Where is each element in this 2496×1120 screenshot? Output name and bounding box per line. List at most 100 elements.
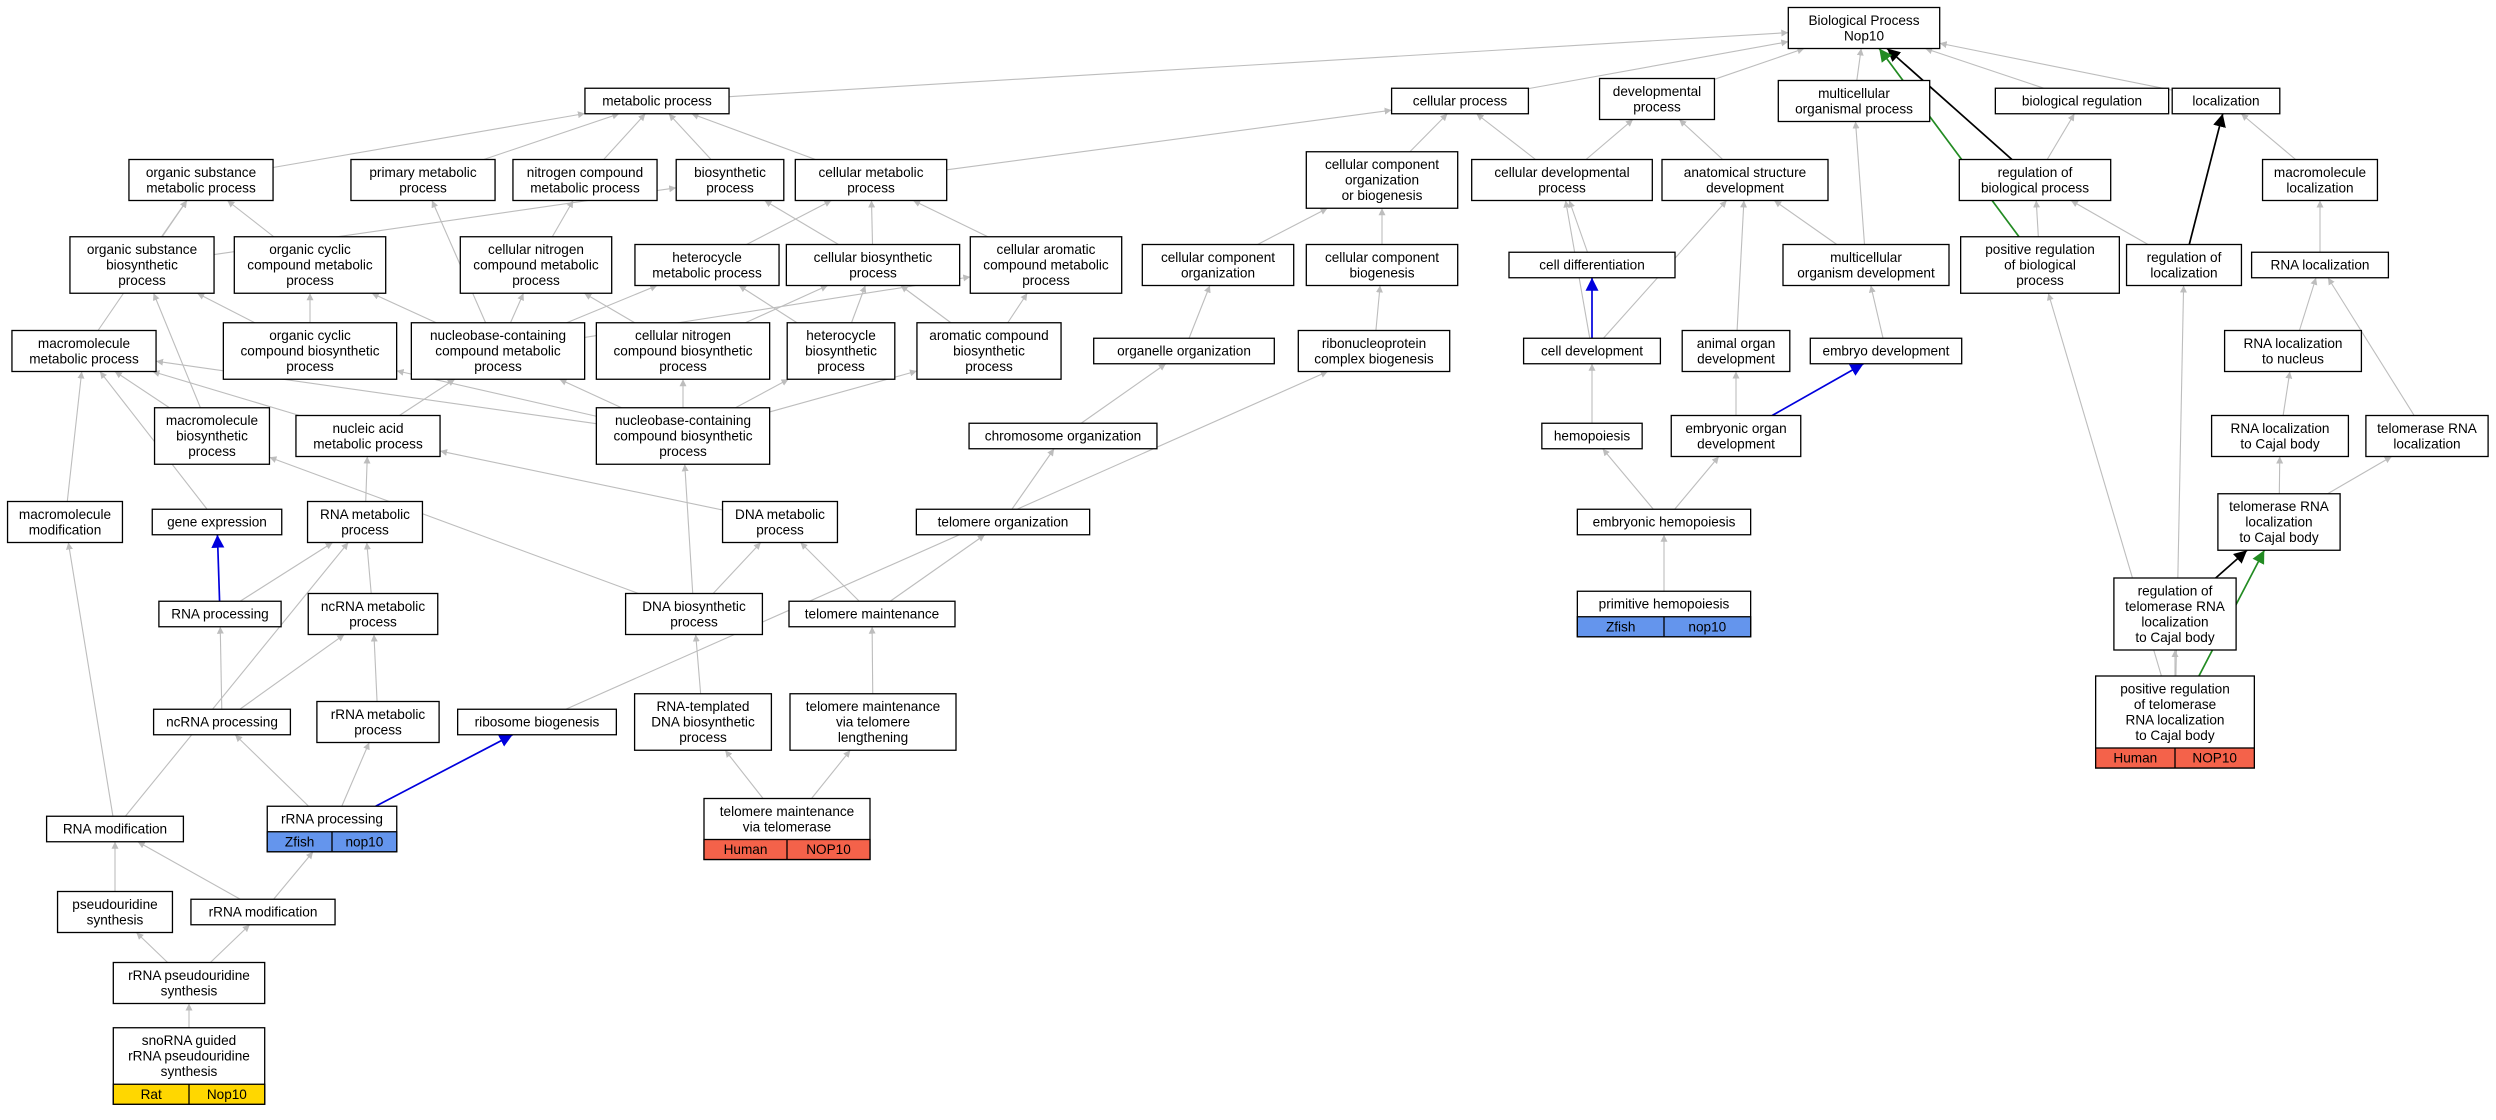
node-label: process <box>354 722 402 737</box>
node-label: organismal process <box>1795 101 1913 116</box>
node-label: process <box>1633 99 1681 114</box>
is-a-edge <box>1375 285 1383 331</box>
node-label: process <box>118 273 166 288</box>
node-box <box>1390 87 1530 115</box>
node-box <box>1576 508 1752 536</box>
node-label: cellular component <box>1325 157 1439 172</box>
node-label: RNA localization <box>2231 421 2330 436</box>
node-label: animal organ <box>1697 336 1776 351</box>
node-box <box>794 158 948 202</box>
is-a-edge <box>363 456 371 502</box>
node-label: telomere maintenance <box>720 804 855 819</box>
is-a-edge <box>603 113 646 160</box>
node-label: process <box>965 359 1013 374</box>
is-a-edge <box>371 292 437 324</box>
node-label: macromolecule <box>166 413 258 428</box>
go-term-node: gene expression <box>151 508 283 536</box>
node-label: DNA metabolic <box>735 507 825 522</box>
node-label: rRNA metabolic <box>331 707 426 722</box>
node-box <box>233 236 387 294</box>
is-a-edge <box>239 542 333 602</box>
node-label: ncRNA metabolic <box>321 599 425 614</box>
node-label: organic substance <box>146 165 256 180</box>
is-a-edge <box>559 378 622 409</box>
node-label: snoRNA guided <box>142 1033 236 1048</box>
node-label: primary metabolic <box>369 165 476 180</box>
is-a-edge <box>566 284 658 324</box>
node-box <box>789 693 957 751</box>
node-box <box>152 708 292 736</box>
is-a-edge <box>269 456 639 595</box>
node-box <box>6 500 124 544</box>
is-a-edge <box>124 542 349 817</box>
is-a-edge <box>800 542 860 602</box>
is-a-edge <box>135 932 169 963</box>
is-a-edge <box>1878 47 2020 238</box>
node-box <box>306 500 424 544</box>
go-term-node: RNA modification <box>45 815 185 843</box>
node-label: metabolic process <box>29 351 139 366</box>
is-a-edge <box>196 292 256 324</box>
is-a-edge <box>1868 285 1884 339</box>
go-term-node: hemopoiesis <box>1541 422 1643 450</box>
node-box <box>1809 337 1963 365</box>
node-label: biogenesis <box>1350 265 1415 280</box>
node-box <box>1141 243 1295 287</box>
node-label: metabolic process <box>530 180 640 195</box>
is-a-edge <box>114 371 170 409</box>
node-box <box>968 422 1158 450</box>
node-box <box>2365 414 2489 458</box>
node-box <box>1661 158 1829 202</box>
node-label: cellular nitrogen <box>635 328 731 343</box>
node-box <box>190 898 336 926</box>
go-term-node: telomere organization <box>915 508 1091 536</box>
node-label: process <box>1022 273 1070 288</box>
node-label: cellular process <box>1413 94 1508 109</box>
node-box <box>316 700 440 744</box>
node-label: process <box>659 359 707 374</box>
go-term-node: RNA localization <box>2250 251 2390 279</box>
node-label: RNA localization <box>2271 258 2370 273</box>
node-label: aromatic compound <box>929 328 1048 343</box>
node-box <box>222 322 398 380</box>
node-label: via telomerase <box>743 819 831 834</box>
is-a-edge <box>509 293 525 323</box>
node-label: rRNA modification <box>209 905 318 920</box>
node-label: organization <box>1345 173 1419 188</box>
node-label: compound biosynthetic <box>613 429 752 444</box>
node-label: RNA localization <box>2244 336 2343 351</box>
node-label: telomere organization <box>938 515 1069 530</box>
node-label: compound metabolic <box>247 258 373 273</box>
node-box <box>1958 158 2112 202</box>
node-box <box>595 322 771 380</box>
node-label: process <box>756 522 804 537</box>
node-label: metabolic process <box>602 94 712 109</box>
is-a-edge <box>226 200 275 238</box>
is-a-edge <box>152 293 201 408</box>
is-a-edge <box>868 626 876 694</box>
node-box <box>56 890 174 934</box>
node-label: lengthening <box>838 730 908 745</box>
node-label: biological process <box>1981 180 2089 195</box>
node-label: process <box>849 265 897 280</box>
node-box <box>1297 329 1451 373</box>
node-label: process <box>399 180 447 195</box>
is-a-edge <box>1409 113 1448 153</box>
node-label: multicellular <box>1818 86 1890 101</box>
go-term-node: telomere maintenance <box>788 600 956 628</box>
node-label: embryo development <box>1823 344 1950 359</box>
node-box <box>788 600 956 628</box>
node-label: DNA biosynthetic <box>651 715 755 730</box>
